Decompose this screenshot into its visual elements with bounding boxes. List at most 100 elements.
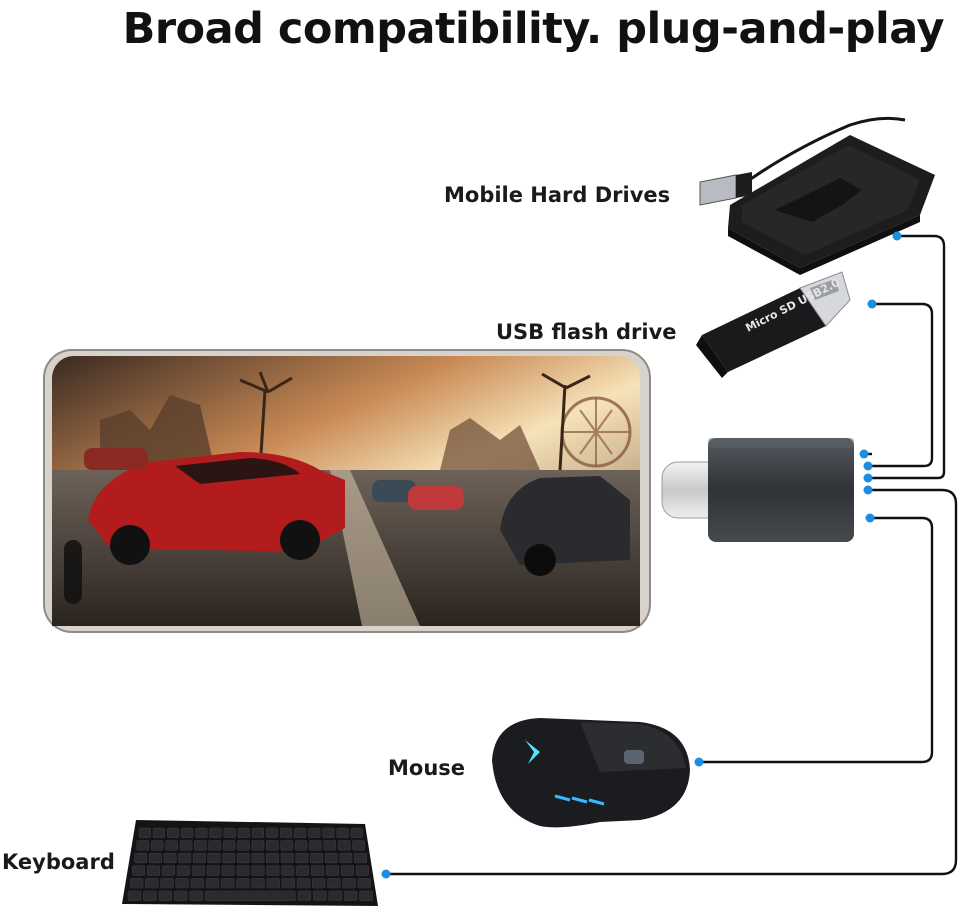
- keyboard-key: [294, 840, 308, 851]
- cables: [386, 234, 958, 876]
- keyboard-key: [357, 878, 371, 889]
- flash-connector-dot: [867, 299, 877, 309]
- keyboard-key: [136, 840, 150, 851]
- keyboard-key: [281, 878, 295, 889]
- keyboard-key: [323, 840, 337, 851]
- keyboard-key: [209, 827, 222, 838]
- keyboard-key: [350, 827, 363, 838]
- keyboard-key: [266, 852, 279, 864]
- keyboard-key: [191, 865, 205, 876]
- keyboard-key: [324, 852, 338, 864]
- keyboard-key: [308, 827, 321, 838]
- keyboard-key: [134, 852, 148, 864]
- keyboard-key: [294, 827, 307, 838]
- keyboard-key: [127, 890, 142, 901]
- keyboard-key: [221, 878, 235, 889]
- mouse-label: Mouse: [388, 756, 466, 780]
- keyboard-key: [221, 865, 235, 876]
- keyboard-key: [251, 852, 265, 864]
- keyboard-key: [281, 865, 295, 876]
- hard-drive-icon: [699, 116, 935, 275]
- keyboard-key: [160, 878, 174, 889]
- keyboard-key: [147, 865, 161, 876]
- keyboard-key: [297, 890, 312, 901]
- keyboard-key: [206, 865, 220, 876]
- keyboard-key: [143, 890, 157, 901]
- keyboard-key: [296, 878, 311, 889]
- flash-drive-label: USB flash drive: [496, 320, 677, 344]
- keyboard-key: [129, 878, 144, 889]
- keyboard-key: [354, 852, 367, 864]
- keyboard-key: [311, 865, 325, 876]
- page-title: Broad compatibility. plug-and-play: [122, 4, 945, 54]
- keyboard-key: [192, 852, 206, 864]
- keyboard-key: [336, 827, 349, 838]
- keyboard-key: [165, 840, 178, 851]
- adapter-dot-5: [865, 513, 875, 523]
- keyboard-key: [222, 852, 236, 864]
- keyboard-key: [310, 852, 323, 864]
- keyboard-key: [251, 865, 265, 876]
- keyboard-key: [325, 865, 340, 876]
- keyboard-key: [236, 865, 250, 876]
- keyboard-key: [175, 878, 189, 889]
- adapter-dot-4: [863, 485, 873, 495]
- keyboard-key: [266, 878, 280, 889]
- keyboard-key: [174, 890, 188, 901]
- adapter-dot-1: [859, 449, 869, 459]
- keyboard-key: [342, 878, 356, 889]
- usb-adapter-icon: [661, 438, 854, 542]
- keyboard-key: [236, 878, 250, 889]
- keyboard-key: [328, 890, 343, 901]
- keyboard-key: [132, 865, 146, 876]
- keyboard-key: [207, 852, 221, 864]
- keyboard-key: [190, 878, 204, 889]
- keyboard-key: [189, 890, 204, 901]
- keyboard-key: [265, 827, 279, 838]
- usb-flash-drive-icon: Micro SD USB2.0: [696, 271, 851, 378]
- keyboard-key: [327, 878, 341, 889]
- keyboard-key: [149, 852, 162, 864]
- hdd-connector-dot: [892, 231, 902, 241]
- smartphone-icon: [43, 349, 651, 633]
- keyboard-key: [309, 840, 322, 851]
- keyboard-key: [311, 878, 326, 889]
- keyboard-key: [181, 827, 194, 838]
- keyboard-key: [178, 852, 192, 864]
- keyboard-key: [152, 827, 166, 838]
- keyboard-key: [195, 827, 208, 838]
- keyboard-key: [251, 840, 265, 851]
- keyboard-key: [266, 865, 280, 876]
- keyboard-icon: [122, 820, 378, 906]
- keyboard-label: Keyboard: [2, 850, 115, 874]
- keyboard-key: [222, 840, 236, 851]
- adapter-dot-3: [863, 473, 873, 483]
- keyboard-key: [322, 827, 335, 838]
- keyboard-key: [138, 827, 151, 838]
- keyboard-key: [158, 890, 173, 901]
- keyboard-key: [340, 865, 355, 876]
- keyboard-key: [265, 840, 279, 851]
- keyboard-key: [312, 890, 327, 901]
- keyboard-key: [251, 827, 264, 838]
- keyboard-key: [296, 865, 310, 876]
- keyboard-key: [145, 878, 159, 889]
- keyboard-key: [355, 865, 369, 876]
- mouse-icon: [492, 718, 690, 828]
- keyboard-key: [352, 840, 365, 851]
- keyboard-key: [167, 827, 180, 838]
- keyboard-key: [237, 840, 250, 851]
- keyboard-key: [205, 878, 220, 889]
- adapter-dot-2: [863, 461, 873, 471]
- keyboard-connector-dot: [381, 869, 391, 879]
- keyboard-key: [280, 840, 294, 851]
- keyboard-key: [194, 840, 207, 851]
- keyboard-key: [280, 852, 294, 864]
- keyboard-key: [236, 852, 250, 864]
- keyboard-key: [359, 890, 373, 901]
- keyboard-key: [208, 840, 221, 851]
- keyboard-key: [161, 865, 175, 876]
- keyboard-key: [279, 827, 293, 838]
- keyboard-key: [223, 827, 236, 838]
